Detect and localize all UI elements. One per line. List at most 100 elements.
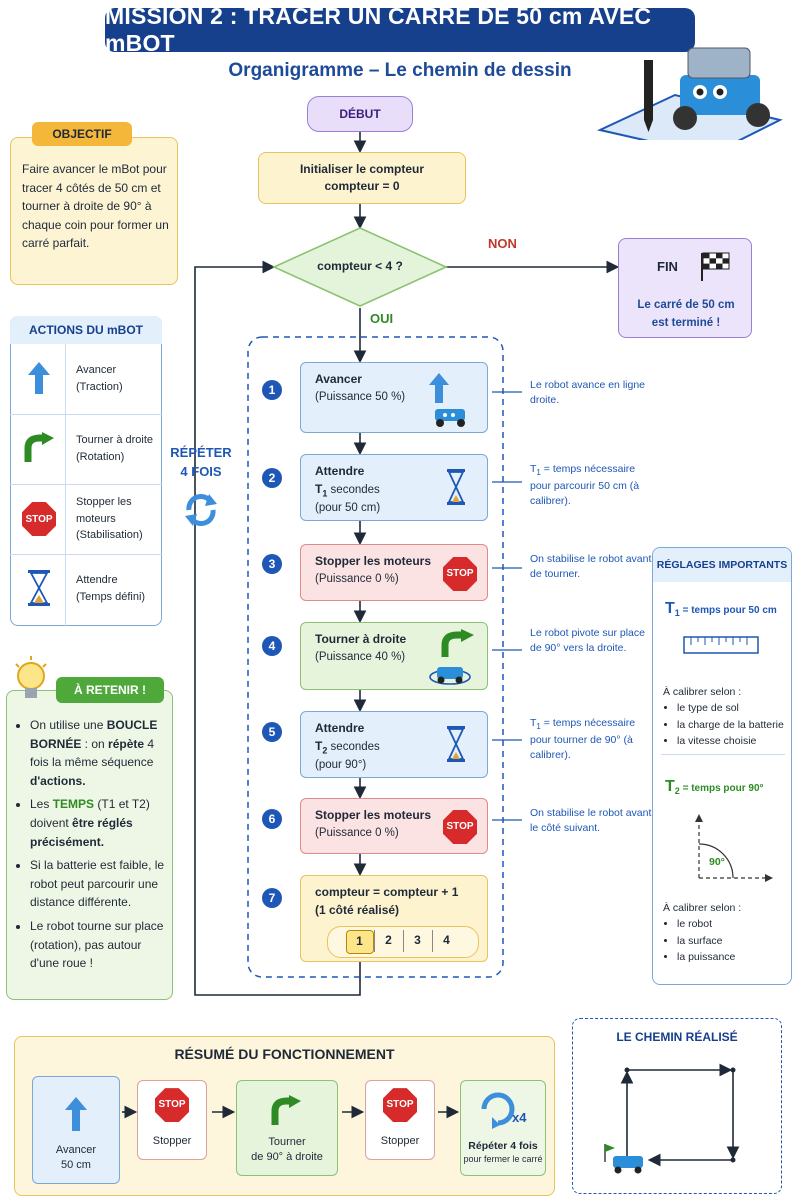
mbot-rotating-icon xyxy=(429,667,471,685)
action-row-advance: Avancer (Traction) xyxy=(10,344,162,415)
flow-end: FIN Le carré de 50 cm est terminé ! xyxy=(618,238,752,338)
objective-title: OBJECTIF xyxy=(52,127,112,141)
hourglass-icon xyxy=(28,570,50,606)
turn-right-arrow-icon xyxy=(24,432,54,462)
counter-cell: 3 xyxy=(402,930,432,952)
turn-right-arrow-icon xyxy=(441,629,474,657)
flow-condition: compteur < 4 ? xyxy=(317,259,403,273)
t1-label: T1 = temps pour 50 cm xyxy=(665,600,777,618)
step-advance: Avancer (Puissance 50 %) xyxy=(300,362,488,433)
step-number: 1 xyxy=(262,380,282,400)
turn-right-arrow-icon xyxy=(271,1095,301,1126)
mbot-robot-illustration xyxy=(596,47,783,140)
settings-panel: RÉGLAGES IMPORTANTS T1 = temps pour 50 c… xyxy=(652,547,792,985)
step-stop-1: Stopper les moteurs (Puissance 0 %) STOP xyxy=(300,544,488,601)
action-row-turn: Tourner à droite (Rotation) xyxy=(10,414,162,485)
step-title: Attendre xyxy=(315,721,365,735)
t1-calibration: À calibrer selon : le type de sol la cha… xyxy=(663,684,791,749)
flow-start: DÉBUT xyxy=(307,96,413,132)
objective-text: Faire avancer le mBot pour tracer 4 côté… xyxy=(22,162,169,251)
settings-title: RÉGLAGES IMPORTANTS xyxy=(653,548,791,582)
step-detail: (Puissance 40 %) xyxy=(315,650,406,663)
step-detail: (Puissance 0 %) xyxy=(315,826,399,839)
path-panel xyxy=(572,1018,782,1194)
step-turn-right: Tourner à droite (Puissance 40 %) xyxy=(300,622,488,690)
action-label: moteurs xyxy=(76,512,116,525)
step-wait-t1: Attendre T1 secondes (pour 50 cm) xyxy=(300,454,488,521)
action-detail: (Traction) xyxy=(76,380,123,393)
init-label: Initialiser le compteur xyxy=(299,162,425,177)
stop-sign-icon: STOP xyxy=(383,1088,417,1123)
step-detail: (Puissance 50 %) xyxy=(315,390,406,403)
step-note: Le robot avance en ligne droite. xyxy=(530,379,646,407)
page-title: MISSION 2 : TRACER UN CARRÉ DE 50 cm AVE… xyxy=(105,3,652,56)
repeat-count: x4 xyxy=(512,1109,527,1125)
remember-bullet: Les TEMPS (T1 et T2) doivent être réglés… xyxy=(30,795,166,851)
up-arrow-icon xyxy=(429,373,449,403)
step-number: 6 xyxy=(262,809,282,829)
t2-calibration: À calibrer selon : le robot la surface l… xyxy=(663,900,791,965)
action-label: Attendre xyxy=(76,574,118,586)
step-note: Le robot pivote sur place de 90° vers la… xyxy=(530,627,645,655)
actions-divider xyxy=(65,344,66,626)
step-increment-counter: compteur = compteur + 1 (1 côté réalisé)… xyxy=(300,875,488,962)
mbot-icon xyxy=(435,409,465,427)
remember-bullet: Le robot tourne sur place (rotation), pa… xyxy=(30,917,166,973)
step-wait-t2: Attendre T2 secondes (pour 90°) xyxy=(300,711,488,778)
action-label: Avancer xyxy=(76,364,117,376)
remember-title: À RETENIR ! xyxy=(74,683,146,697)
remember-bullet: On utilise une BOUCLE BORNÉE : on répète… xyxy=(30,716,166,790)
remember-title-badge: À RETENIR ! xyxy=(56,677,164,703)
path-title: LE CHEMIN RÉALISÉ xyxy=(616,1030,738,1044)
counter-cell-active: 1 xyxy=(345,930,374,954)
init-value: compteur = 0 xyxy=(324,179,400,193)
step-stop-2: Stopper les moteurs (Puissance 0 %) STOP xyxy=(300,798,488,854)
remember-list: On utilise une BOUCLE BORNÉE : on répète… xyxy=(16,716,166,978)
flow-init: Initialiser le compteur compteur = 0 xyxy=(258,152,466,204)
end-line: Le carré de 50 cm xyxy=(637,299,735,311)
actions-title: ACTIONS DU mBOT xyxy=(29,323,143,337)
step-title: Avancer xyxy=(315,372,362,386)
step-number: 2 xyxy=(262,468,282,488)
step-note: T1 = temps nécessaire pour parcourir 50 … xyxy=(530,463,640,507)
branch-yes-label: OUI xyxy=(370,311,394,326)
action-detail: (Rotation) xyxy=(76,450,125,463)
action-label: Tourner à droite xyxy=(76,434,154,446)
remember-bullet: Si la batterie est faible, le robot peut… xyxy=(30,856,166,912)
up-arrow-icon xyxy=(65,1097,87,1132)
step-number: 4 xyxy=(262,636,282,656)
counter-cell: 2 xyxy=(373,930,403,952)
step-detail: (1 côté réalisé) xyxy=(315,902,400,917)
step-note: T1 = temps nécessaire pour tourner de 90… xyxy=(530,717,636,761)
step-title: compteur = compteur + 1 xyxy=(315,885,459,899)
action-row-wait: Attendre (Temps défini) xyxy=(10,554,162,626)
hourglass-icon xyxy=(447,469,465,505)
checkered-flag-icon xyxy=(701,252,730,281)
flowchart-connectors xyxy=(194,132,620,996)
stop-sign-icon: STOP xyxy=(22,502,56,536)
repeat-cycle-icon xyxy=(481,1092,515,1129)
step-note: On stabilise le robot avant de tourner. xyxy=(530,553,652,581)
lightbulb-icon xyxy=(15,656,47,698)
step-number: 7 xyxy=(262,888,282,908)
remember-panel xyxy=(6,690,173,1000)
up-arrow-icon xyxy=(28,362,50,394)
step-detail: (pour 90°) xyxy=(315,759,367,772)
step-title: Stopper les moteurs xyxy=(315,554,432,568)
stop-sign-icon: STOP xyxy=(155,1088,189,1123)
angle-90-diagram xyxy=(695,814,773,882)
hourglass-icon xyxy=(447,726,465,762)
step-title: Tourner à droite xyxy=(315,632,407,646)
angle-label: 90° xyxy=(709,856,725,868)
step-number: 5 xyxy=(262,722,282,742)
step-detail: (Puissance 0 %) xyxy=(315,572,399,585)
action-detail: (Temps défini) xyxy=(76,590,146,603)
objective-panel xyxy=(10,137,178,285)
actions-header: ACTIONS DU mBOT xyxy=(10,316,162,344)
step-number: 3 xyxy=(262,554,282,574)
settings-divider xyxy=(661,754,785,755)
square-path-diagram xyxy=(604,1063,740,1174)
